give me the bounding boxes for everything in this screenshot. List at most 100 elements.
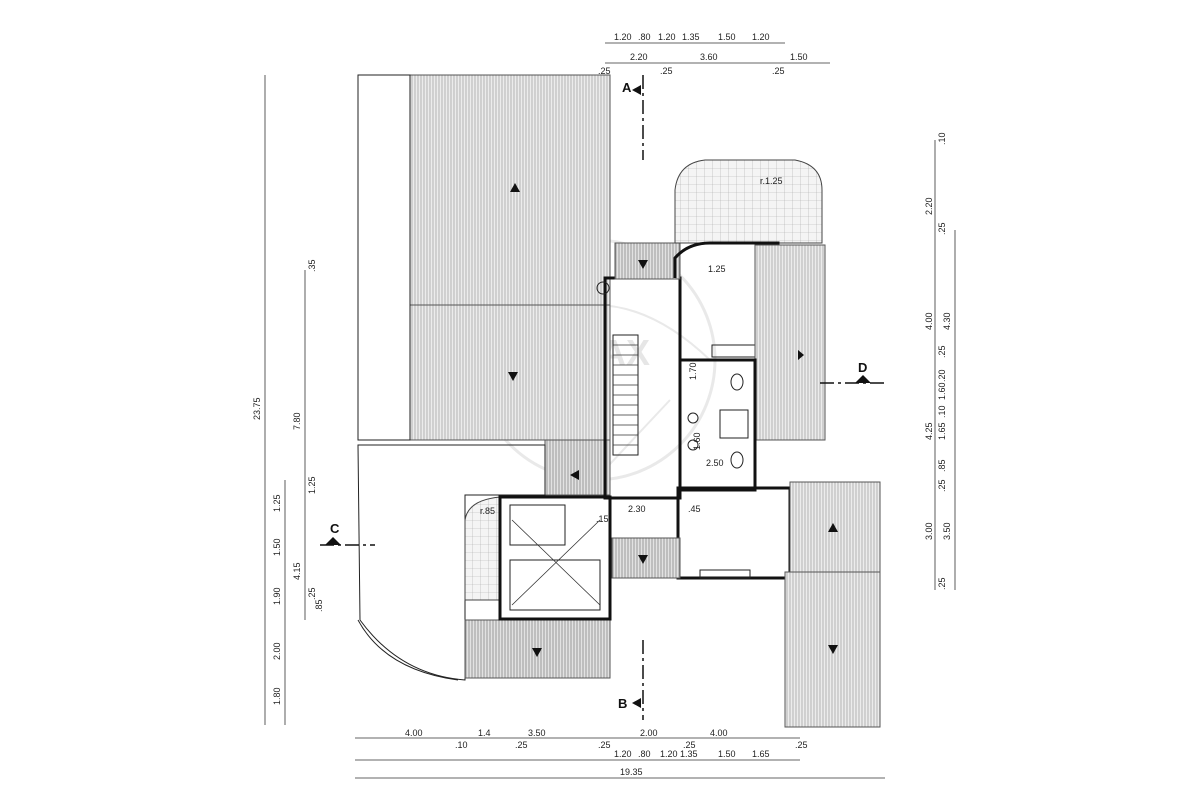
terrace-right xyxy=(754,244,826,441)
wc-2 xyxy=(730,451,744,469)
svg-text:.85: .85 xyxy=(937,459,947,472)
wc-1 xyxy=(730,373,744,391)
bedroom-top xyxy=(673,241,780,362)
svg-text:.80: .80 xyxy=(638,32,651,42)
svg-text:.20: .20 xyxy=(937,369,947,382)
garden-curve xyxy=(357,619,459,681)
svg-text:4.00: 4.00 xyxy=(405,728,423,738)
svg-text:.85: .85 xyxy=(314,599,324,612)
svg-text:C: C xyxy=(330,521,340,536)
stair-run xyxy=(509,559,601,611)
svg-text:19.35: 19.35 xyxy=(620,767,643,777)
window-bottom xyxy=(699,569,751,579)
top-dimensions: 1.20 .80 1.20 1.35 1.50 1.20 2.20 3.60 1… xyxy=(598,32,830,76)
terrace-top-left xyxy=(409,74,611,306)
svg-text:.25: .25 xyxy=(937,222,947,235)
label-corridor-width: 2.30 xyxy=(628,504,646,514)
svg-text:1.35: 1.35 xyxy=(682,32,700,42)
svg-text:4.25: 4.25 xyxy=(924,422,934,440)
svg-text:1.50: 1.50 xyxy=(272,538,282,556)
svg-text:1.20: 1.20 xyxy=(658,32,676,42)
svg-text:1.20: 1.20 xyxy=(614,32,632,42)
svg-text:.25: .25 xyxy=(795,740,808,750)
central-hall xyxy=(603,276,682,500)
section-marker-d: D xyxy=(820,360,885,384)
sink-2 xyxy=(687,439,699,451)
stair-room xyxy=(498,495,612,621)
svg-text:.25: .25 xyxy=(772,66,785,76)
section-marker-c: C xyxy=(320,521,375,546)
svg-text:3.00: 3.00 xyxy=(924,522,934,540)
section-marker-b: B xyxy=(618,640,644,720)
stair-treads xyxy=(612,334,639,456)
column-marker xyxy=(596,281,610,295)
svg-text:1.35: 1.35 xyxy=(680,749,698,759)
svg-text:.25: .25 xyxy=(937,577,947,590)
svg-text:3.50: 3.50 xyxy=(528,728,546,738)
left-garden-strip xyxy=(357,74,411,441)
svg-text:1.50: 1.50 xyxy=(718,749,736,759)
svg-text:2.00: 2.00 xyxy=(640,728,658,738)
svg-text:4.15: 4.15 xyxy=(292,562,302,580)
svg-text:7.80: 7.80 xyxy=(292,412,302,430)
label-hall-width: 1.70 xyxy=(688,362,698,380)
svg-text:1.4: 1.4 xyxy=(478,728,491,738)
sink-1 xyxy=(687,412,699,424)
label-small-a: .15 xyxy=(596,514,609,524)
svg-text:.10: .10 xyxy=(455,740,468,750)
svg-text:4.30: 4.30 xyxy=(942,312,952,330)
svg-text:1.20: 1.20 xyxy=(660,749,678,759)
section-marker-a: A xyxy=(622,75,644,160)
terrace-entry xyxy=(614,242,681,280)
svg-text:1.20: 1.20 xyxy=(752,32,770,42)
svg-text:4.00: 4.00 xyxy=(710,728,728,738)
label-radius-small: 1.25 xyxy=(708,264,726,274)
svg-text:.25: .25 xyxy=(937,345,947,358)
left-dimensions: 23.75 7.80 .35 1.25 1.25 1.50 4.15 1.90 … xyxy=(252,75,324,725)
svg-text:.25: .25 xyxy=(660,66,673,76)
bedroom-bottom xyxy=(676,486,792,580)
svg-text:2.00: 2.00 xyxy=(272,642,282,660)
svg-text:.25: .25 xyxy=(515,740,528,750)
svg-text:1.60: 1.60 xyxy=(937,382,947,400)
svg-text:3.50: 3.50 xyxy=(942,522,952,540)
svg-text:1.65: 1.65 xyxy=(937,422,947,440)
shower-tray xyxy=(719,409,749,439)
svg-text:.25: .25 xyxy=(598,740,611,750)
svg-text:1.20: 1.20 xyxy=(614,749,632,759)
svg-text:.25: .25 xyxy=(598,66,611,76)
svg-text:1.50: 1.50 xyxy=(790,52,808,62)
balcony-top-tiled xyxy=(674,159,823,244)
stair-landing xyxy=(509,504,566,546)
svg-text:1.25: 1.25 xyxy=(307,476,317,494)
label-radius-left: r.85 xyxy=(480,506,495,516)
svg-text:D: D xyxy=(858,360,867,375)
bathroom-block xyxy=(678,358,757,492)
svg-text:23.75: 23.75 xyxy=(252,397,262,420)
svg-text:4.00: 4.00 xyxy=(924,312,934,330)
svg-text:3.60: 3.60 xyxy=(700,52,718,62)
label-small-b: .45 xyxy=(688,504,701,514)
svg-text:2.20: 2.20 xyxy=(924,197,934,215)
svg-text:1.50: 1.50 xyxy=(718,32,736,42)
svg-text:1.80: 1.80 xyxy=(272,687,282,705)
label-small-c: 1.60 xyxy=(692,432,702,450)
terrace-step xyxy=(544,439,611,496)
svg-text:B: B xyxy=(618,696,627,711)
slope-arrows xyxy=(508,183,838,657)
svg-text:.10: .10 xyxy=(937,132,947,145)
svg-text:.25: .25 xyxy=(307,587,317,600)
bottom-dimensions: 4.00 1.4 3.50 2.00 4.00 .10 .25 .25 .25 … xyxy=(355,728,885,779)
svg-text:1.90: 1.90 xyxy=(272,587,282,605)
svg-text:1.25: 1.25 xyxy=(272,494,282,512)
label-radius-top: r.1.25 xyxy=(760,176,783,186)
label-bath-width: 2.50 xyxy=(706,458,724,468)
right-dimensions: .10 2.20 .25 4.00 4.30 .25 .20 1.60 .10 … xyxy=(924,132,956,590)
svg-text:.10: .10 xyxy=(937,405,947,418)
svg-text:2.20: 2.20 xyxy=(630,52,648,62)
svg-text:.25: .25 xyxy=(683,740,696,750)
svg-text:.25: .25 xyxy=(937,479,947,492)
svg-text:1.65: 1.65 xyxy=(752,749,770,759)
svg-text:.80: .80 xyxy=(638,749,651,759)
